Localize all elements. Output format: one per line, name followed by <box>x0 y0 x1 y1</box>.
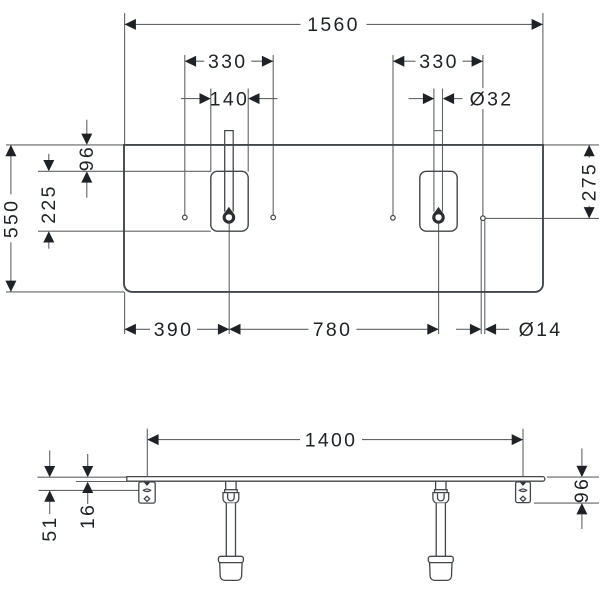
svg-text:1400: 1400 <box>305 429 358 451</box>
svg-text:Ø32: Ø32 <box>470 88 514 110</box>
svg-text:225: 225 <box>38 184 60 223</box>
svg-text:390: 390 <box>154 319 193 341</box>
svg-text:16: 16 <box>77 503 99 529</box>
svg-text:1560: 1560 <box>307 14 360 36</box>
svg-text:780: 780 <box>313 319 352 341</box>
svg-text:550: 550 <box>1 199 23 238</box>
svg-text:Ø14: Ø14 <box>519 319 563 341</box>
svg-text:330: 330 <box>208 51 247 73</box>
svg-text:96: 96 <box>76 145 98 171</box>
svg-text:51: 51 <box>39 515 61 541</box>
svg-text:140: 140 <box>210 88 249 110</box>
svg-text:330: 330 <box>419 51 458 73</box>
svg-text:96: 96 <box>571 477 593 503</box>
svg-text:275: 275 <box>579 162 600 201</box>
